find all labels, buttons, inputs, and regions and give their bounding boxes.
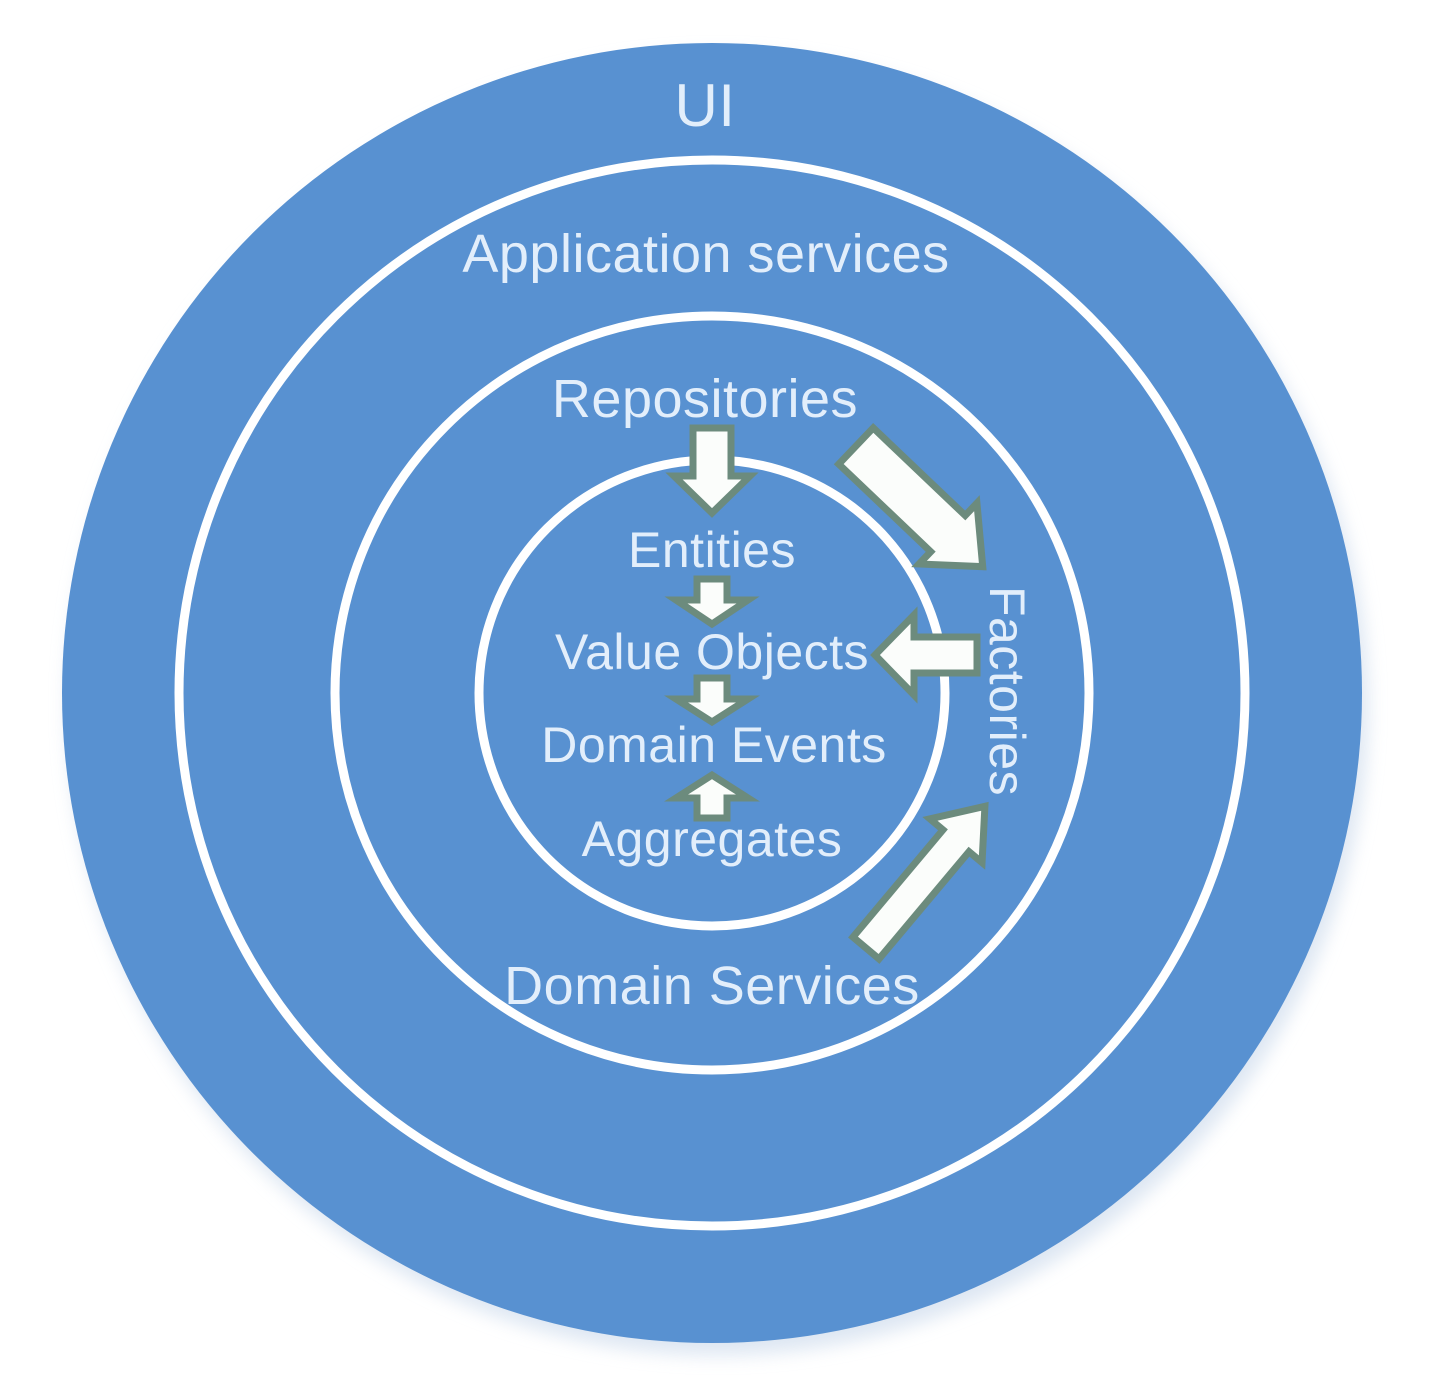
label-factories: Factories — [979, 586, 1035, 796]
label-repositories: Repositories — [552, 369, 858, 429]
factories-to-value-objects-arrow — [870, 606, 981, 704]
repositories-to-factories-arrow — [833, 422, 987, 571]
repositories-to-factories-arrow-shape — [833, 422, 987, 571]
layer-ring-application-services — [174, 155, 1250, 1231]
entities-to-value-objects-arrow — [664, 575, 760, 629]
label-value-objects: Value Objects — [555, 624, 869, 680]
aggregates-to-domain-events-arrow — [664, 770, 760, 822]
label-domain-events: Domain Events — [541, 717, 887, 773]
layer-ring-domain-layer — [330, 311, 1094, 1075]
label-aggregates: Aggregates — [582, 811, 843, 867]
domain-services-to-factories-arrow-shape — [848, 801, 989, 964]
domain-services-to-factories-arrow — [848, 801, 989, 964]
label-domain-services: Domain Services — [504, 956, 920, 1016]
label-entities: Entities — [628, 522, 796, 578]
repositories-to-entities-arrow — [665, 424, 759, 518]
label-ui: UI — [675, 72, 736, 139]
label-application-services: Application services — [462, 224, 949, 284]
value-objects-to-domain-events-arrow — [664, 674, 760, 727]
